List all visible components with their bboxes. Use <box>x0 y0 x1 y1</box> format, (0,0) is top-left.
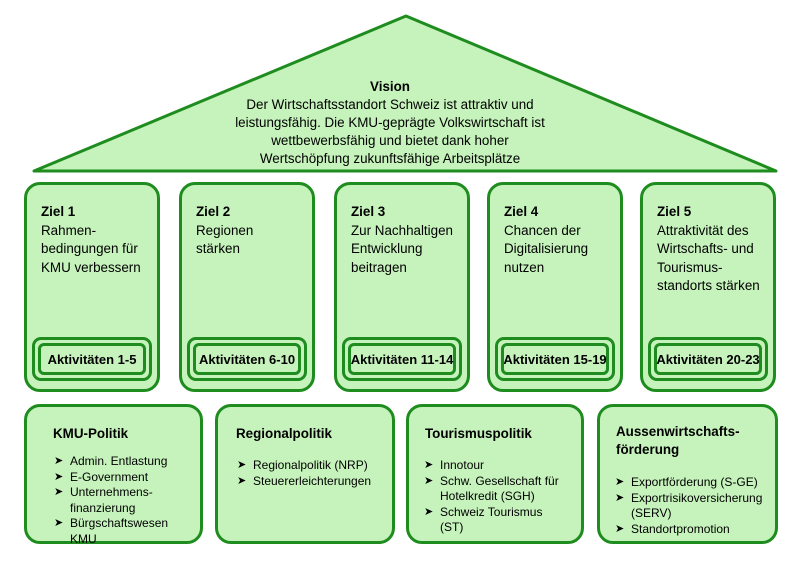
list-item: ➤Exportförderung (S-GE) <box>615 475 758 489</box>
list-item: Hotelkredit (SGH) <box>440 489 535 503</box>
policy-title: Aussenwirtschafts- förderung <box>616 423 740 459</box>
policy-title: KMU-Politik <box>53 426 129 441</box>
goal-line: Tourismus- <box>657 259 723 275</box>
goal-line: standorts stärken <box>657 278 760 293</box>
goal-pillar-3: Ziel 3 Zur Nachhaltigen Entwicklung beit… <box>334 182 470 392</box>
policy-title-line: Aussenwirtschafts- <box>616 424 740 439</box>
goal-text: Ziel 2 Regionen stärken <box>196 203 304 259</box>
vision-line: wettbewerbsfähig und bietet dank hoher <box>271 133 509 148</box>
arrowhead-bullet-icon: ➤ <box>237 459 247 471</box>
goal-pillar-1: Ziel 1 Rahmen- bedingungen für KMU verbe… <box>24 182 160 392</box>
list-item: (SERV) <box>631 506 672 520</box>
goal-line: Zur Nachhaltigen <box>351 222 453 238</box>
policy-box-foreign-trade: Aussenwirtschafts- förderung ➤Exportförd… <box>597 404 778 544</box>
list-item: finanzierung <box>70 500 136 515</box>
goal-line: Wirtschafts- und <box>657 241 754 256</box>
activities-label: Aktivitäten 20-23 <box>654 343 762 375</box>
list-item: ➤E-Government <box>54 469 149 484</box>
activities-label: Aktivitäten 11-14 <box>348 343 456 375</box>
policy-list: ➤Exportförderung (S-GE) ➤Exportrisikover… <box>615 475 762 537</box>
policy-box-kmu: KMU-Politik ➤Admin. Entlastung ➤E-Govern… <box>24 404 203 547</box>
goal-line: Regionen <box>196 222 254 238</box>
list-item: ➤Steuererleichterungen <box>237 473 372 488</box>
policy-list: ➤Innotour ➤Schw. Gesellschaft für Hotelk… <box>424 458 559 536</box>
goal-title: Ziel 5 <box>657 204 692 219</box>
list-item: ➤Unternehmens- <box>54 485 153 499</box>
vision-line: Wertschöpfung zukunftsfähige Arbeitsplät… <box>259 151 521 166</box>
goal-line: nutzen <box>504 259 545 275</box>
goal-title: Ziel 3 <box>351 204 386 219</box>
arrowhead-bullet-icon: ➤ <box>54 517 64 529</box>
vision-line: Der Wirtschaftsstandort Schweiz ist attr… <box>246 97 534 112</box>
goal-text: Ziel 1 Rahmen- bedingungen für KMU verbe… <box>41 203 149 277</box>
vision-line: leistungsfähig. Die KMU-geprägte Volkswi… <box>235 115 545 130</box>
goal-line: Attraktivität des <box>657 222 749 238</box>
arrowhead-bullet-icon: ➤ <box>424 505 434 518</box>
goal-pillar-2: Ziel 2 Regionen stärken Aktivitäten 6-10 <box>179 182 315 392</box>
activities-box: Aktivitäten 15-19 <box>495 337 615 381</box>
arrowhead-bullet-icon: ➤ <box>615 522 625 535</box>
arrowhead-bullet-icon: ➤ <box>237 474 247 487</box>
goal-pillar-4: Ziel 4 Chancen der Digitalisierung nutze… <box>487 182 623 392</box>
arrowhead-bullet-icon: ➤ <box>54 486 64 498</box>
goal-text: Ziel 5 Attraktivität des Wirtschafts- un… <box>657 203 765 296</box>
goal-line: Rahmen- <box>41 222 97 238</box>
goal-text: Ziel 4 Chancen der Digitalisierung nutze… <box>504 203 612 277</box>
goal-title: Ziel 1 <box>41 204 76 219</box>
policy-box-tourism: Tourismuspolitik ➤Innotour ➤Schw. Gesell… <box>406 404 584 544</box>
list-item: ➤Innotour <box>424 458 485 472</box>
goal-line: stärken <box>196 241 240 256</box>
goal-line: beitragen <box>351 259 407 275</box>
activities-box: Aktivitäten 20-23 <box>648 337 768 381</box>
list-item: KMU <box>70 531 97 546</box>
vision-title: Vision <box>370 79 410 94</box>
goal-title: Ziel 4 <box>504 204 539 219</box>
activities-label: Aktivitäten 15-19 <box>501 343 609 375</box>
list-item: ➤Schweiz Tourismus <box>424 504 543 519</box>
policy-title: Tourismuspolitik <box>425 426 532 441</box>
list-item: (ST) <box>440 520 464 534</box>
goal-title: Ziel 2 <box>196 204 231 219</box>
activities-box: Aktivitäten 6-10 <box>187 337 307 381</box>
vision-roof <box>32 14 778 173</box>
goal-text: Ziel 3 Zur Nachhaltigen Entwicklung beit… <box>351 203 459 277</box>
activities-box: Aktivitäten 1-5 <box>32 337 152 381</box>
goal-pillar-5: Ziel 5 Attraktivität des Wirtschafts- un… <box>640 182 776 392</box>
activities-label: Aktivitäten 1-5 <box>38 343 146 375</box>
list-item: ➤Exportrisikoversicherung <box>615 490 763 505</box>
arrowhead-bullet-icon: ➤ <box>424 459 434 471</box>
arrowhead-bullet-icon: ➤ <box>424 474 434 487</box>
goal-line: bedingungen für <box>41 241 138 256</box>
arrowhead-bullet-icon: ➤ <box>54 455 64 467</box>
policy-list: ➤Regionalpolitik (NRP) ➤Steuererleichter… <box>237 458 371 489</box>
goal-line: Chancen der <box>504 222 581 238</box>
list-item: ➤Admin. Entlastung <box>54 454 168 468</box>
goal-line: KMU verbessern <box>41 259 141 275</box>
arrowhead-bullet-icon: ➤ <box>54 470 64 483</box>
arrowhead-bullet-icon: ➤ <box>615 491 625 504</box>
arrowhead-bullet-icon: ➤ <box>615 476 625 488</box>
list-item: ➤Bürgschaftswesen <box>54 516 169 530</box>
vision-text: Vision Der Wirtschaftsstandort Schweiz i… <box>190 78 590 168</box>
policy-list: ➤Admin. Entlastung ➤E-Government ➤Untern… <box>54 454 168 547</box>
goal-line: Digitalisierung <box>504 241 589 256</box>
goal-line: Entwicklung <box>351 241 423 256</box>
list-item: ➤Standortpromotion <box>615 521 730 536</box>
list-item: ➤Regionalpolitik (NRP) <box>237 458 368 472</box>
policy-title-line: förderung <box>616 442 680 457</box>
activities-label: Aktivitäten 6-10 <box>193 343 301 375</box>
policy-box-regional: Regionalpolitik ➤Regionalpolitik (NRP) ➤… <box>215 404 395 544</box>
list-item: ➤Schw. Gesellschaft für <box>424 473 559 488</box>
policy-title: Regionalpolitik <box>236 426 332 441</box>
activities-box: Aktivitäten 11-14 <box>342 337 462 381</box>
